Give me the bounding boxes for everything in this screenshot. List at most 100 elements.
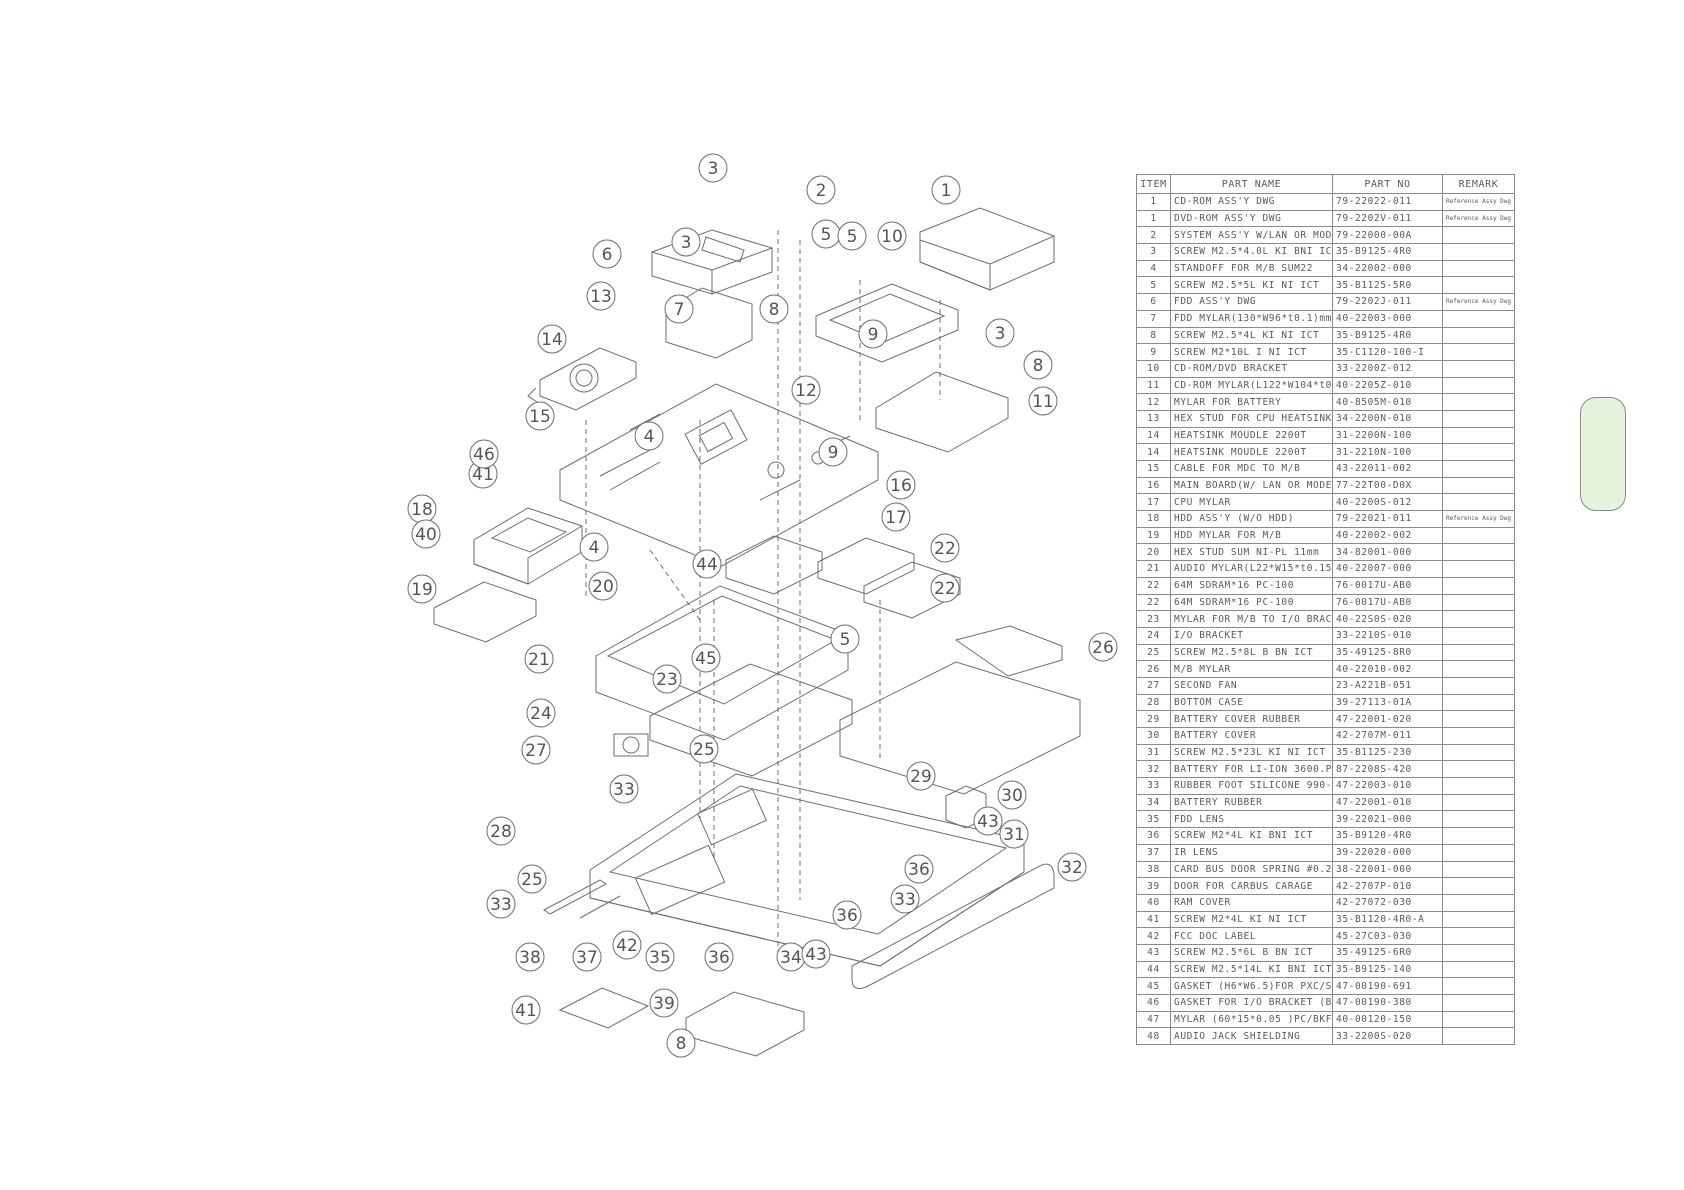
part-name-cell: AUDIO JACK SHIELDING	[1170, 1027, 1333, 1046]
part-no-cell: 33-2210S-010	[1332, 626, 1443, 645]
callout-number: 36	[908, 860, 930, 880]
remark-cell: Reference Assy Dwg (99-22005-063)	[1442, 510, 1515, 528]
callout-43: 43	[973, 806, 1003, 836]
part-no-cell: 45-27C03-030	[1332, 927, 1443, 945]
callout-number: 8	[769, 300, 780, 320]
callout-number: 20	[592, 577, 614, 597]
part-no-cell: 35-B9125-4R0	[1332, 326, 1443, 345]
callout-number: 43	[805, 945, 827, 965]
callout-25: 25	[689, 734, 719, 764]
item-cell: 46	[1136, 994, 1171, 1012]
part-name-cell: SCREW M2.5*4.0L KI BNI ICT	[1170, 243, 1333, 261]
part-name-cell: RUBBER FOOT SILICONE 990-	[1170, 777, 1333, 795]
callout-number: 33	[490, 895, 512, 915]
callout-5: 5	[811, 219, 841, 249]
callout-7: 7	[664, 294, 694, 324]
part-no-cell: 35-B9120-4R0	[1332, 827, 1443, 845]
part-name-cell: FDD LENS	[1170, 810, 1333, 829]
remark-cell	[1442, 259, 1515, 278]
part-name-cell: M/B MYLAR	[1170, 660, 1333, 678]
part-name-cell: BATTERY RUBBER	[1170, 793, 1333, 812]
item-cell: 26	[1136, 660, 1171, 678]
callout-36: 36	[832, 900, 862, 930]
part-no-cell: 47-00190-380	[1332, 994, 1443, 1012]
part-name-cell: SCREW M2*4L KI BNI ICT	[1170, 827, 1333, 845]
item-cell: 38	[1136, 860, 1171, 879]
part-no-cell: 35-49125-6R0	[1332, 943, 1443, 962]
callout-33: 33	[486, 889, 516, 919]
part-no-cell: 35-B9125-140	[1332, 960, 1443, 979]
callout-35: 35	[645, 942, 675, 972]
part-no-cell: 35-B9125-4R0	[1332, 243, 1443, 261]
item-cell: 10	[1136, 359, 1171, 378]
part-name-cell: MAIN BOARD(W/ LAN OR MODEM)	[1170, 476, 1333, 495]
callout-number: 21	[528, 650, 550, 670]
item-cell: 35	[1136, 810, 1171, 829]
item-cell: 42	[1136, 927, 1171, 945]
callout-4: 4	[579, 532, 609, 562]
remark-cell	[1442, 843, 1515, 862]
callout-number: 1	[941, 181, 952, 201]
item-cell: 3	[1136, 243, 1171, 261]
side-tab[interactable]	[1580, 397, 1626, 511]
part-name-cell: BOTTOM CASE	[1170, 693, 1333, 712]
header-part-name: PART NAME	[1170, 174, 1333, 194]
remark-cell: Reference Assy Dwg (99-2700S-052)	[1442, 193, 1515, 211]
item-cell: 9	[1136, 343, 1171, 361]
item-cell: 41	[1136, 910, 1171, 929]
remark-cell	[1442, 810, 1515, 829]
item-cell: 14	[1136, 443, 1171, 461]
part-no-cell: 40-22002-002	[1332, 526, 1443, 545]
callout-number: 18	[411, 500, 433, 520]
callout-39: 39	[649, 988, 679, 1018]
part-no-cell: 79-22022-011	[1332, 193, 1443, 211]
callout-9: 9	[818, 437, 848, 467]
remark-cell	[1442, 877, 1515, 895]
part-name-cell: MYLAR FOR M/B TO I/O BRACKET	[1170, 610, 1333, 628]
remark-cell	[1442, 493, 1515, 512]
part-no-cell: 39-22020-000	[1332, 843, 1443, 862]
item-cell: 37	[1136, 843, 1171, 862]
part-name-cell: SCREW M2.5*23L KI NI ICT	[1170, 743, 1333, 762]
callout-number: 46	[473, 445, 495, 465]
remark-cell	[1442, 476, 1515, 495]
callout-number: 24	[530, 704, 552, 724]
remark-cell: Reference Assy Dwg (99-2720S-062)	[1442, 209, 1515, 228]
callout-31: 31	[999, 819, 1029, 849]
item-cell: 15	[1136, 460, 1171, 478]
remark-cell	[1442, 927, 1515, 945]
part-name-cell: CABLE FOR MDC TO M/B	[1170, 460, 1333, 478]
callout-number: 41	[472, 465, 494, 485]
remark-cell	[1442, 827, 1515, 845]
callout-number: 32	[1061, 858, 1083, 878]
part-name-cell: GASKET (H6*W6.5)FOR PXC/S HDD CAS	[1170, 977, 1333, 995]
part-no-cell: 40-00120-150	[1332, 1010, 1443, 1029]
part-no-cell: 79-2202J-011	[1332, 293, 1443, 311]
callout-number: 23	[656, 670, 678, 690]
remark-cell: Reference Assy Dwg (99-22005-070)	[1442, 293, 1515, 311]
callout-number: 8	[1033, 356, 1044, 376]
remark-cell	[1442, 760, 1515, 779]
callout-46: 46	[469, 439, 499, 469]
item-cell: 30	[1136, 727, 1171, 745]
item-cell: 17	[1136, 493, 1171, 512]
callout-32: 32	[1057, 852, 1087, 882]
callout-41: 41	[511, 995, 541, 1025]
part-name-cell: DOOR FOR CARBUS CARAGE	[1170, 877, 1333, 895]
callout-number: 5	[840, 630, 851, 650]
